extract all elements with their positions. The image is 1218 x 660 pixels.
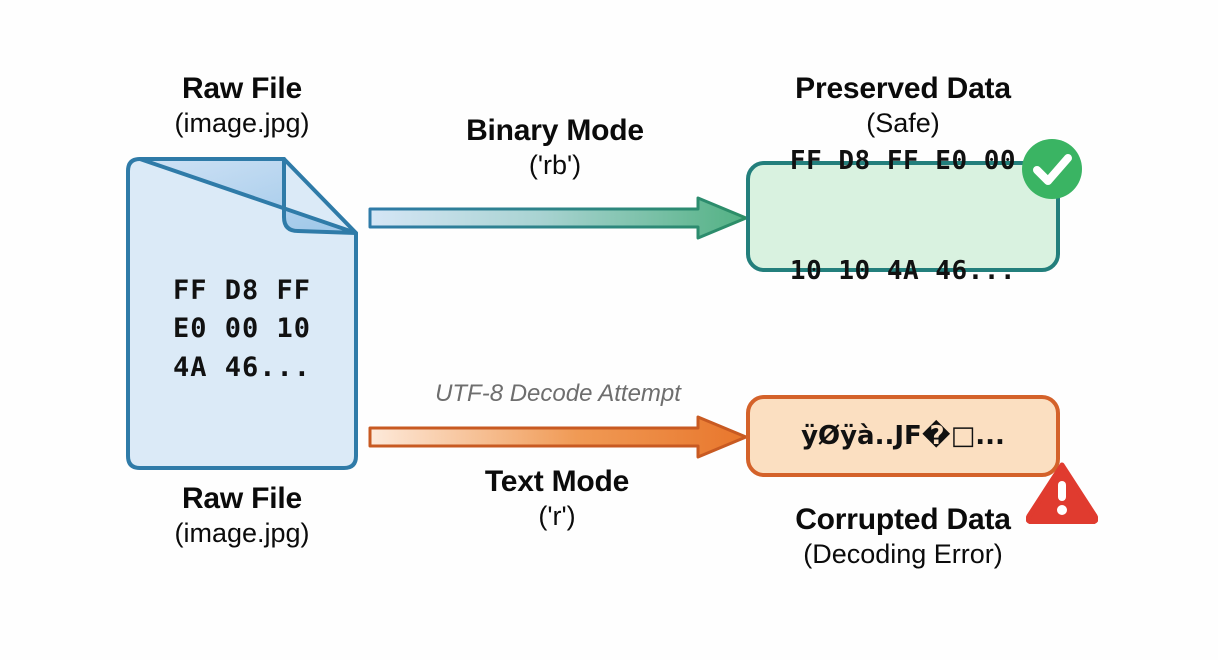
raw-file-hex-content: FF D8 FF E0 00 10 4A 46... [126,272,358,387]
corrupted-data-box: ÿØÿà..JF�□... [746,395,1060,477]
raw-file-hex-line: 4A 46... [172,351,312,383]
preserved-data-content: FF D8 FF E0 00 10 10 4A 46... [790,69,1016,364]
text-mode-subtitle: ('r') [538,500,576,531]
raw-file-bottom-label: Raw File (image.jpg) [120,482,364,548]
preserved-data-line: FF D8 FF E0 00 [789,145,1017,176]
corrupted-data-line: ÿØÿà..JF�□... [801,420,1005,451]
raw-file-hex-line: FF D8 FF [172,275,312,306]
raw-file-hex-line: E0 00 10 [172,313,312,345]
raw-file-top-subtitle: (image.jpg) [174,107,310,138]
warning-triangle-icon [1026,462,1098,524]
preserved-data-subtitle: (Safe) [866,107,940,138]
binary-mode-caption: Binary Mode ('rb') [430,114,680,180]
binary-mode-right-arrow-icon [368,196,748,240]
binary-mode-subtitle: ('rb') [528,149,582,180]
preserved-data-label: Preserved Data (Safe) [756,72,1050,138]
text-mode-right-arrow-icon [368,415,748,459]
corrupted-data-title: Corrupted Data [795,503,1011,536]
corrupted-data-content: ÿØÿà..JF�□... [801,344,1005,529]
corrupted-data-subtitle: (Decoding Error) [803,538,1003,569]
binary-mode-title: Binary Mode [466,114,644,147]
raw-file-bottom-subtitle: (image.jpg) [174,517,310,548]
preserved-data-title: Preserved Data [795,72,1011,105]
preserved-data-box: FF D8 FF E0 00 10 10 4A 46... [746,146,1060,286]
text-mode-title: Text Mode [484,465,630,498]
text-mode-caption: Text Mode ('r') [432,465,682,531]
raw-file-document-shape [126,157,358,470]
check-circle-icon [1021,138,1083,200]
raw-file-top-label: Raw File (image.jpg) [120,72,364,138]
raw-file-top-title: Raw File [181,72,303,105]
utf8-decode-attempt-note: UTF-8 Decode Attempt [435,380,681,407]
raw-file-bottom-title: Raw File [181,482,303,515]
preserved-data-line: 10 10 4A 46... [789,256,1017,287]
corrupted-data-label: Corrupted Data (Decoding Error) [736,503,1070,569]
